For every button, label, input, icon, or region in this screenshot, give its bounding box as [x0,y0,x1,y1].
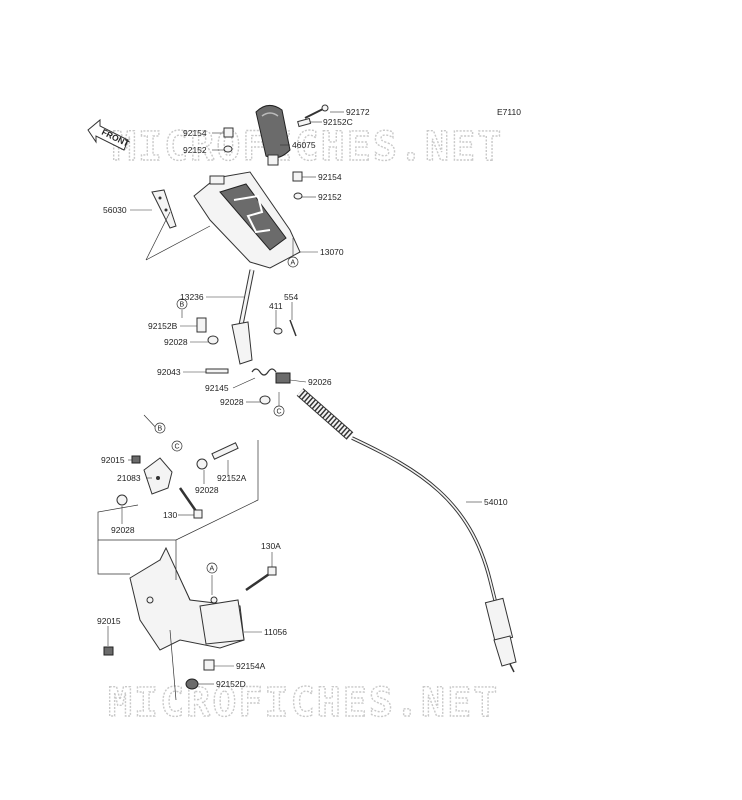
label-92028-b: 92028 [220,397,244,407]
label-92154-right: 92154 [318,172,342,182]
collar-92152-right[interactable] [293,192,303,200]
collar-92152d[interactable] [185,678,199,690]
bushing-92028-d[interactable] [116,494,128,506]
nut-92015-b[interactable] [103,646,114,656]
svg-text:C: C [175,444,180,451]
callout-c-top: C [273,405,285,417]
label-56030: 56030 [103,205,127,215]
watermark-top: MICROFICHES.NET [112,124,503,170]
bushing-92028-b[interactable] [259,395,271,405]
label-92028-a: 92028 [164,337,188,347]
label-92043: 92043 [157,367,181,377]
label-92028-c: 92028 [195,485,219,495]
label-554: 554 [284,292,298,302]
cotter-pin-554[interactable] [289,319,297,337]
callout-b-top: B [176,298,188,310]
pin-92043[interactable] [205,368,229,374]
label-92145: 92145 [205,383,229,393]
label-92172: 92172 [346,107,370,117]
bolt-130[interactable] [178,487,203,519]
diagram-code: E7110 [497,107,521,117]
collar-92152-top[interactable] [223,145,233,153]
callout-c-mid: C [171,440,183,452]
label-54010: 54010 [484,497,508,507]
bushing-92028-a[interactable] [207,335,219,345]
bolt-130a[interactable] [245,566,277,592]
spring-92145[interactable] [251,368,277,376]
bracket-11056[interactable] [129,546,245,651]
svg-text:A: A [210,566,215,573]
callout-b-mid: B [154,422,166,434]
label-92152b: 92152B [148,321,178,331]
svg-text:A: A [291,260,296,267]
label-92154a: 92154A [236,661,266,671]
label-92152c: 92152C [323,117,353,127]
svg-text:C: C [277,409,282,416]
nut-92015-a[interactable] [131,455,141,464]
shift-cable-54010[interactable] [296,388,517,673]
label-92154-top: 92154 [183,128,207,138]
callout-a-top: A [287,256,299,268]
shift-lever-13236[interactable] [231,269,255,365]
plate-56030[interactable] [151,189,177,229]
label-11056: 11056 [264,627,287,637]
collar-92152a[interactable] [211,442,239,460]
label-92152d: 92152D [216,679,246,689]
collar-92152b[interactable] [196,317,207,333]
label-92028-d: 92028 [111,525,135,535]
svg-text:B: B [158,426,163,433]
label-92015-a: 92015 [101,455,125,465]
bushing-92028-c[interactable] [196,458,208,470]
washer-411[interactable] [273,327,283,335]
lever-21083[interactable] [143,457,173,495]
label-46075: 46075 [292,140,316,150]
bolt-92154a[interactable] [203,659,215,671]
label-92152-right: 92152 [318,192,342,202]
bolt-92154-right[interactable] [292,171,303,182]
bolt-92154-top[interactable] [223,127,234,138]
watermark-bottom: MICROFICHES.NET [108,680,499,726]
label-92026: 92026 [308,377,332,387]
label-411: 411 [269,301,283,311]
joint-92026[interactable] [275,372,291,384]
label-130: 130 [163,510,177,520]
label-92015-b: 92015 [97,616,121,626]
label-92152-top: 92152 [183,145,207,155]
label-92152a: 92152A [217,473,247,483]
callout-a-bottom: A [206,562,218,574]
shift-console-13070[interactable] [193,171,301,269]
pin-92152c[interactable] [297,117,312,128]
label-130a: 130A [261,541,281,551]
label-13236: 13236 [180,292,204,302]
screw-92172[interactable] [304,104,329,119]
svg-text:B: B [180,302,185,309]
label-21083: 21083 [117,473,141,483]
label-13070: 13070 [320,247,344,257]
